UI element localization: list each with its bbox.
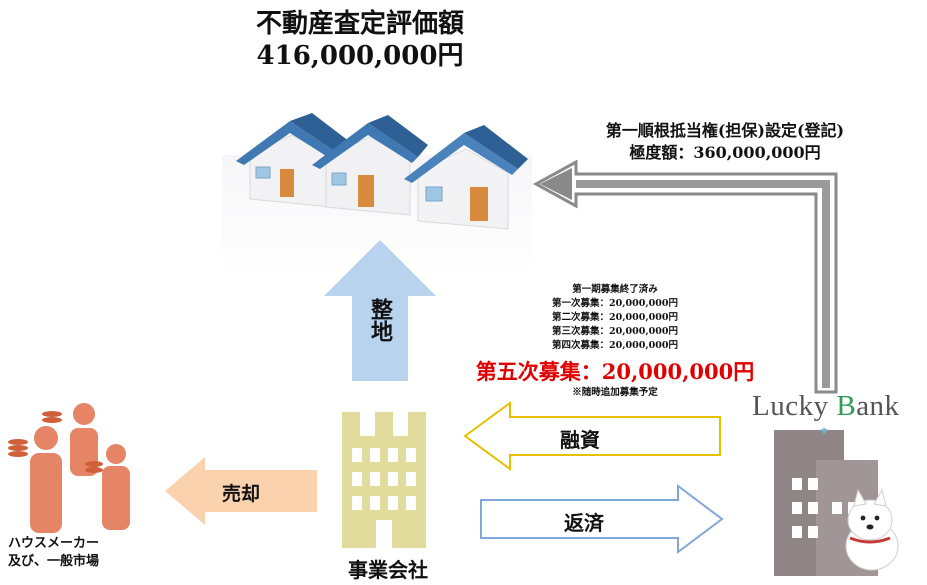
appraisal-title: 不動産査定評価額 416,000,000円 — [190, 8, 530, 72]
seichi-arrow — [324, 240, 436, 381]
offering-note: ※随時追加募集予定 — [572, 387, 658, 398]
sale-arrow — [165, 457, 317, 525]
house-icon — [404, 125, 528, 230]
houses-illustration — [222, 113, 532, 275]
loan-label: 融資 — [560, 428, 600, 452]
bank-name-part2: ank — [856, 390, 900, 422]
offering-completed: 第一期募集終了済み — [572, 284, 658, 295]
mortgage-info: 第一順根抵当権(担保)設定(登記) 極度額：360,000,000円 — [560, 120, 890, 164]
seichi-label: 整地 — [362, 298, 398, 342]
appraisal-label: 不動産査定評価額 — [255, 9, 464, 39]
loan-arrow — [463, 401, 721, 471]
bank-name-b: B — [836, 390, 857, 422]
seichi-text: 整地 — [367, 298, 393, 342]
mortgage-title: 第一順根抵当権(担保)設定(登記) — [605, 121, 845, 140]
offering-round: 第三次募集：20,000,000円 — [552, 326, 678, 337]
repayment-label: 返済 — [564, 511, 604, 535]
market-label: ハウスメーカー 及び、一般市場 — [8, 535, 158, 571]
offering-list: 第一期募集終了済み 第一次募集：20,000,000円 第二次募集：20,000… — [520, 283, 710, 353]
bank-building-icon: ✚ — [774, 428, 899, 576]
market-line1: ハウスメーカー — [8, 536, 100, 551]
company-building-icon — [342, 412, 426, 548]
fifth-round: 第五次募集：20,000,000円 — [475, 359, 755, 384]
bank-logo: Lucky Bank — [752, 390, 922, 423]
svg-text:✚: ✚ — [820, 428, 828, 437]
market-line2: 及び、一般市場 — [8, 554, 100, 569]
appraisal-value: 416,000,000円 — [256, 41, 464, 71]
dog-icon — [845, 488, 899, 571]
company-label: 事業会社 — [348, 558, 428, 582]
sale-label: 売却 — [222, 483, 261, 505]
people-icon — [8, 403, 130, 533]
house-icon — [312, 115, 428, 216]
mortgage-arrow — [532, 160, 838, 394]
repayment-arrow — [480, 484, 724, 554]
bank-name-part1: Lucky — [752, 390, 837, 422]
offering-round: 第一次募集：20,000,000円 — [552, 298, 678, 309]
offering-round: 第二次募集：20,000,000円 — [552, 312, 678, 323]
mortgage-limit: 極度額：360,000,000円 — [629, 143, 821, 162]
offering-round: 第四次募集：20,000,000円 — [552, 340, 678, 351]
